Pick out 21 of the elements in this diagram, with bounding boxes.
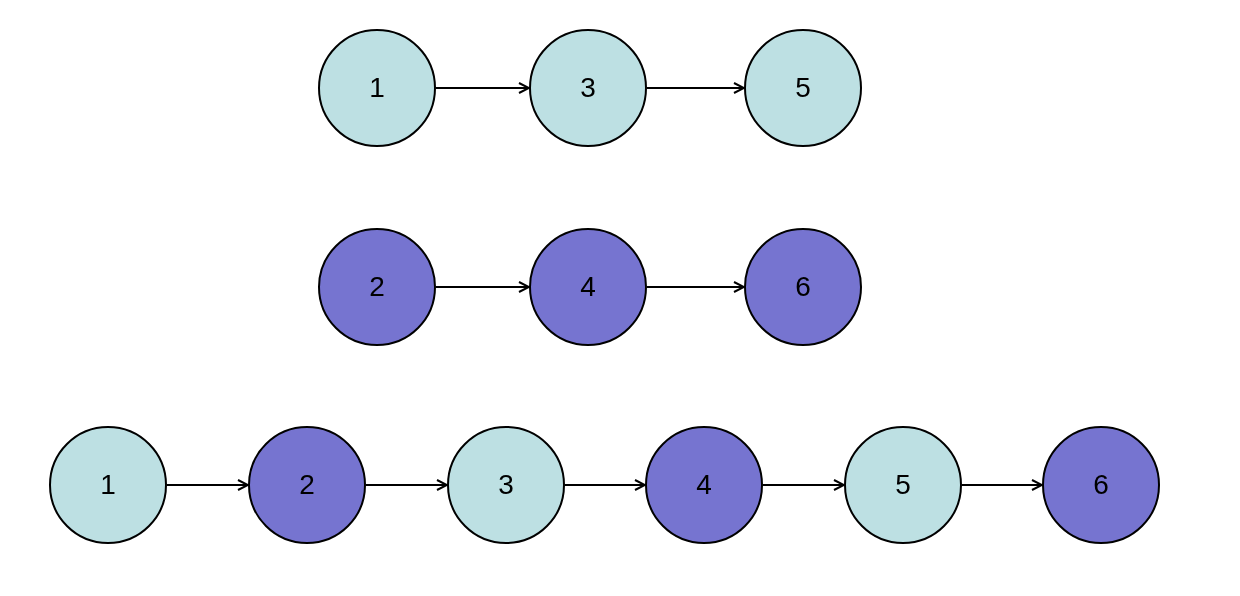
node-number: 3 bbox=[580, 72, 596, 104]
arrow bbox=[435, 281, 530, 293]
arrow bbox=[646, 82, 745, 94]
node-number: 6 bbox=[795, 271, 811, 303]
arrow bbox=[365, 479, 448, 491]
arrow bbox=[435, 82, 530, 94]
node-number: 3 bbox=[498, 469, 514, 501]
node-number: 5 bbox=[795, 72, 811, 104]
node-number: 1 bbox=[100, 469, 116, 501]
node-number: 5 bbox=[895, 469, 911, 501]
node-number: 1 bbox=[369, 72, 385, 104]
node-number: 2 bbox=[369, 271, 385, 303]
node-number: 4 bbox=[580, 271, 596, 303]
arrow bbox=[961, 479, 1043, 491]
arrow bbox=[166, 479, 249, 491]
arrow bbox=[762, 479, 845, 491]
node-number: 6 bbox=[1093, 469, 1109, 501]
arrow bbox=[564, 479, 646, 491]
arrow bbox=[646, 281, 745, 293]
node-number: 2 bbox=[299, 469, 315, 501]
node-number: 4 bbox=[696, 469, 712, 501]
